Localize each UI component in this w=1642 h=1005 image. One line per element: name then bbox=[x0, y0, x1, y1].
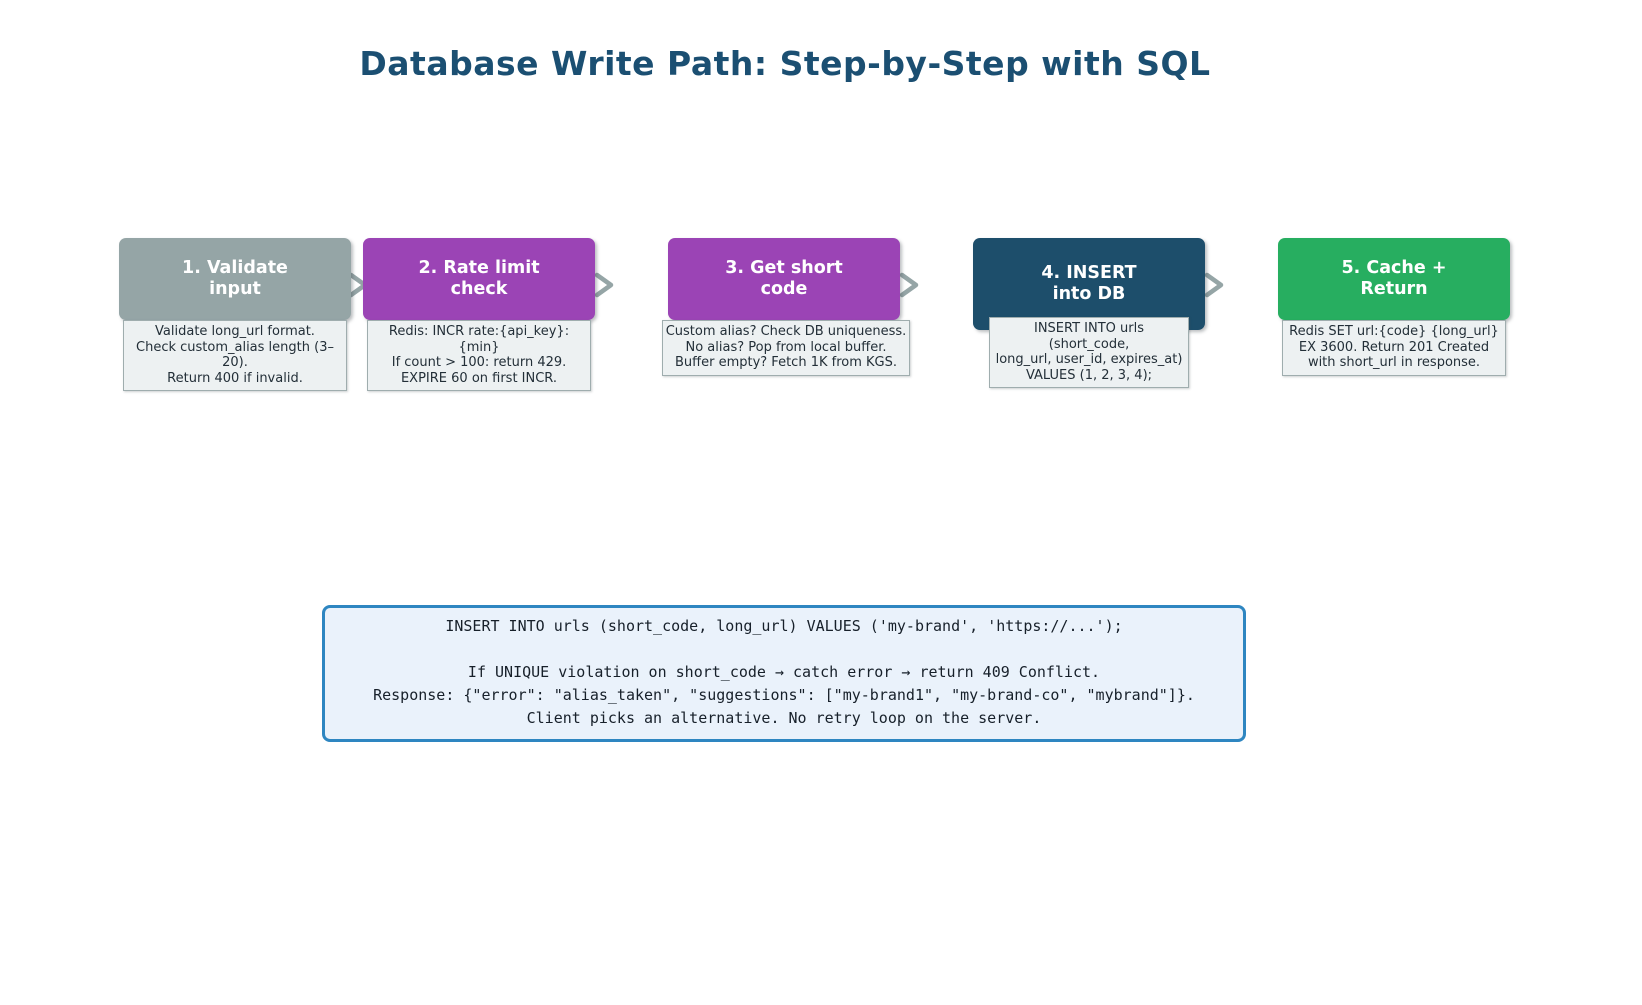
arrow-right-icon bbox=[1202, 272, 1226, 298]
caption-line: Redis: INCR rate:{api_key}:{min} bbox=[388, 324, 570, 355]
sql-conflict-panel: INSERT INTO urls (short_code, long_url) … bbox=[322, 605, 1246, 742]
page-title: Database Write Path: Step-by-Step with S… bbox=[359, 44, 1211, 83]
step-caption-rate-limit: Redis: INCR rate:{api_key}:{min} If coun… bbox=[367, 320, 591, 391]
code-line: INSERT INTO urls (short_code, long_url) … bbox=[445, 617, 1123, 635]
caption-line: If count > 100: return 429. bbox=[391, 355, 567, 370]
step-cache-return: 5. Cache + Return Redis SET url:{code} {… bbox=[1278, 238, 1510, 376]
step-get-short-code: 3. Get short code Custom alias? Check DB… bbox=[662, 238, 910, 376]
code-line bbox=[325, 638, 1243, 661]
step-label-line: 2. Rate limit bbox=[418, 258, 540, 278]
arrow-right-icon bbox=[897, 272, 921, 298]
step-insert-into-db: 4. INSERT into DB INSERT INTO urls (shor… bbox=[973, 238, 1205, 388]
step-validate-input: 1. Validate input Validate long_url form… bbox=[119, 238, 351, 391]
step-box-get-short-code: 3. Get short code bbox=[668, 238, 900, 320]
step-caption-validate-input: Validate long_url format. Check custom_a… bbox=[123, 320, 347, 391]
step-label-line: 5. Cache + bbox=[1341, 258, 1447, 278]
step-label-line: 4. INSERT bbox=[1041, 263, 1137, 283]
step-label-line: check bbox=[450, 279, 508, 299]
caption-line: Redis SET url:{code} {long_url} bbox=[1289, 324, 1499, 339]
caption-line: long_url, user_id, expires_at) bbox=[995, 352, 1183, 367]
arrow-right-icon bbox=[592, 272, 616, 298]
caption-line: Buffer empty? Fetch 1K from KGS. bbox=[674, 355, 897, 370]
step-box-cache-return: 5. Cache + Return bbox=[1278, 238, 1510, 320]
caption-line: Return 400 if invalid. bbox=[167, 370, 303, 386]
step-label-line: input bbox=[209, 279, 261, 299]
step-rate-limit: 2. Rate limit check Redis: INCR rate:{ap… bbox=[363, 238, 595, 391]
caption-line: VALUES (1, 2, 3, 4); bbox=[1025, 367, 1153, 383]
caption-line: Custom alias? Check DB uniqueness. bbox=[665, 324, 907, 339]
code-line: Client picks an alternative. No retry lo… bbox=[526, 709, 1042, 727]
caption-line: Validate long_url format. bbox=[155, 324, 315, 339]
caption-line: Check custom_alias length (3–20). bbox=[136, 339, 334, 371]
code-line: If UNIQUE violation on short_code → catc… bbox=[467, 663, 1101, 681]
step-caption-cache-return: Redis SET url:{code} {long_url} EX 3600.… bbox=[1282, 320, 1506, 376]
caption-line: No alias? Pop from local buffer. bbox=[685, 339, 887, 355]
caption-line: INSERT INTO urls (short_code, bbox=[1033, 321, 1145, 352]
step-label-line: into DB bbox=[1052, 284, 1126, 304]
caption-line: EXPIRE 60 on first INCR. bbox=[400, 370, 558, 386]
step-caption-insert-into-db: INSERT INTO urls (short_code, long_url, … bbox=[989, 317, 1189, 388]
code-line: Response: {"error": "alias_taken", "sugg… bbox=[373, 686, 1195, 704]
step-label-line: 3. Get short bbox=[725, 258, 843, 278]
step-label-line: 1. Validate bbox=[182, 258, 288, 278]
step-box-rate-limit: 2. Rate limit check bbox=[363, 238, 595, 320]
step-label-line: Return bbox=[1360, 279, 1428, 299]
caption-line: EX 3600. Return 201 Created bbox=[1298, 339, 1490, 355]
caption-line: with short_url in response. bbox=[1307, 355, 1481, 370]
step-box-insert-into-db: 4. INSERT into DB bbox=[973, 238, 1205, 330]
step-label-line: code bbox=[760, 279, 808, 299]
step-caption-get-short-code: Custom alias? Check DB uniqueness. No al… bbox=[662, 320, 910, 376]
step-box-validate-input: 1. Validate input bbox=[119, 238, 351, 320]
